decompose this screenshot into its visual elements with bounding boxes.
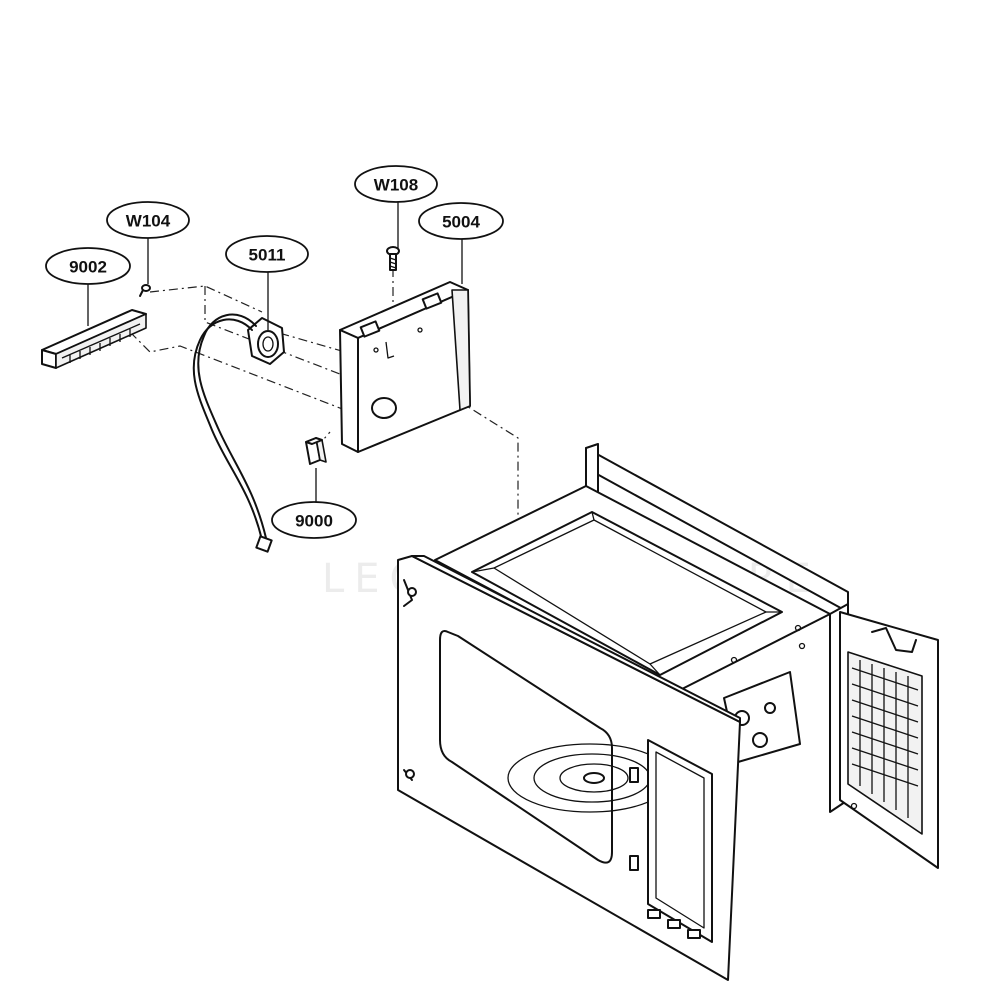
- callout-9002-label: 9002: [69, 258, 107, 277]
- callout-9000-label: 9000: [295, 512, 333, 531]
- part-5011-switch: [192, 313, 285, 553]
- part-5004-bracket: [339, 281, 471, 453]
- callout-w108-label: W108: [374, 176, 418, 195]
- callout-9002: 9002: [45, 247, 131, 285]
- callout-5004: 5004: [418, 202, 504, 240]
- leader-lines: [87, 200, 463, 502]
- callout-w104: W104: [106, 201, 190, 239]
- part-w108-screw: [386, 246, 400, 271]
- callout-w104-label: W104: [126, 212, 171, 231]
- callout-5011-label: 5011: [249, 246, 286, 265]
- part-9000-block: [305, 437, 327, 465]
- callout-5004-label: 5004: [442, 213, 480, 232]
- callout-w108: W108: [354, 165, 438, 203]
- oven-cavity-assembly: [397, 443, 939, 981]
- part-9002-bar: [41, 309, 147, 369]
- callout-9000: 9000: [271, 501, 357, 539]
- callout-5011: 5011: [225, 235, 309, 273]
- part-w104-screw: [139, 284, 151, 297]
